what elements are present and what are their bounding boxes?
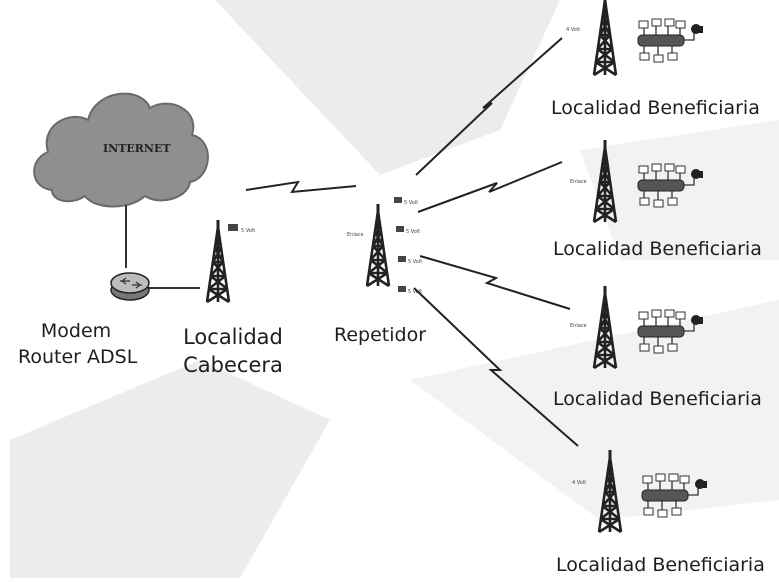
router-icon	[110, 272, 150, 301]
beneficiaria-site-2: Enlace	[570, 138, 704, 224]
lan-network-icon	[641, 473, 708, 518]
tower-cabecera-icon	[205, 218, 231, 304]
svg-text:Enlace: Enlace	[347, 232, 364, 238]
tower-repetidor-icon	[365, 202, 391, 288]
antenna-repetidor-icon: 5 Volt 5 Volt 5 Volt 5 Volt Enlace	[347, 197, 422, 295]
cabecera-label-line1: Localidad	[183, 325, 283, 349]
beneficiaria-label: Localidad Beneficiaria	[553, 388, 762, 410]
wireless-links	[245, 37, 579, 447]
svg-text:5 Volt: 5 Volt	[408, 259, 422, 265]
antenna-cabecera-icon: 5 Volt	[228, 224, 255, 234]
background-watermark	[10, 0, 779, 578]
svg-text:5 Volt: 5 Volt	[241, 228, 255, 234]
modem-label-line1: Modem	[40, 320, 112, 342]
svg-text:5 Volt: 5 Volt	[408, 289, 422, 295]
beneficiaria-label: Localidad Beneficiaria	[551, 97, 760, 119]
cabecera-label: Localidad Cabecera	[168, 323, 298, 379]
beneficiaria-site-4: 4 Volt	[572, 448, 708, 534]
svg-text:Enlace: Enlace	[570, 323, 587, 329]
beneficiaria-label: Localidad Beneficiaria	[553, 238, 762, 260]
lan-network-icon	[637, 18, 704, 63]
cabecera-label-line2: Cabecera	[183, 353, 283, 377]
svg-text:5 Volt: 5 Volt	[406, 229, 420, 235]
repetidor-label: Repetidor	[334, 324, 427, 346]
tower-beneficiaria-icon	[592, 284, 618, 370]
beneficiaria-site-1: 4 Volt	[566, 0, 704, 77]
modem-router-label: Modem Router ADSL	[18, 318, 138, 370]
svg-text:4 Volt: 4 Volt	[572, 480, 586, 486]
svg-text:4 Volt: 4 Volt	[566, 27, 580, 33]
modem-label-line2: Router ADSL	[18, 346, 138, 368]
internet-cloud: INTERNET	[33, 92, 209, 208]
svg-text:Enlace: Enlace	[570, 179, 587, 185]
beneficiaria-site-3: Enlace	[570, 284, 704, 370]
beneficiaria-label: Localidad Beneficiaria	[556, 554, 765, 576]
tower-beneficiaria-icon	[592, 0, 618, 77]
internet-label: INTERNET	[103, 142, 171, 155]
svg-text:5 Volt: 5 Volt	[404, 200, 418, 206]
